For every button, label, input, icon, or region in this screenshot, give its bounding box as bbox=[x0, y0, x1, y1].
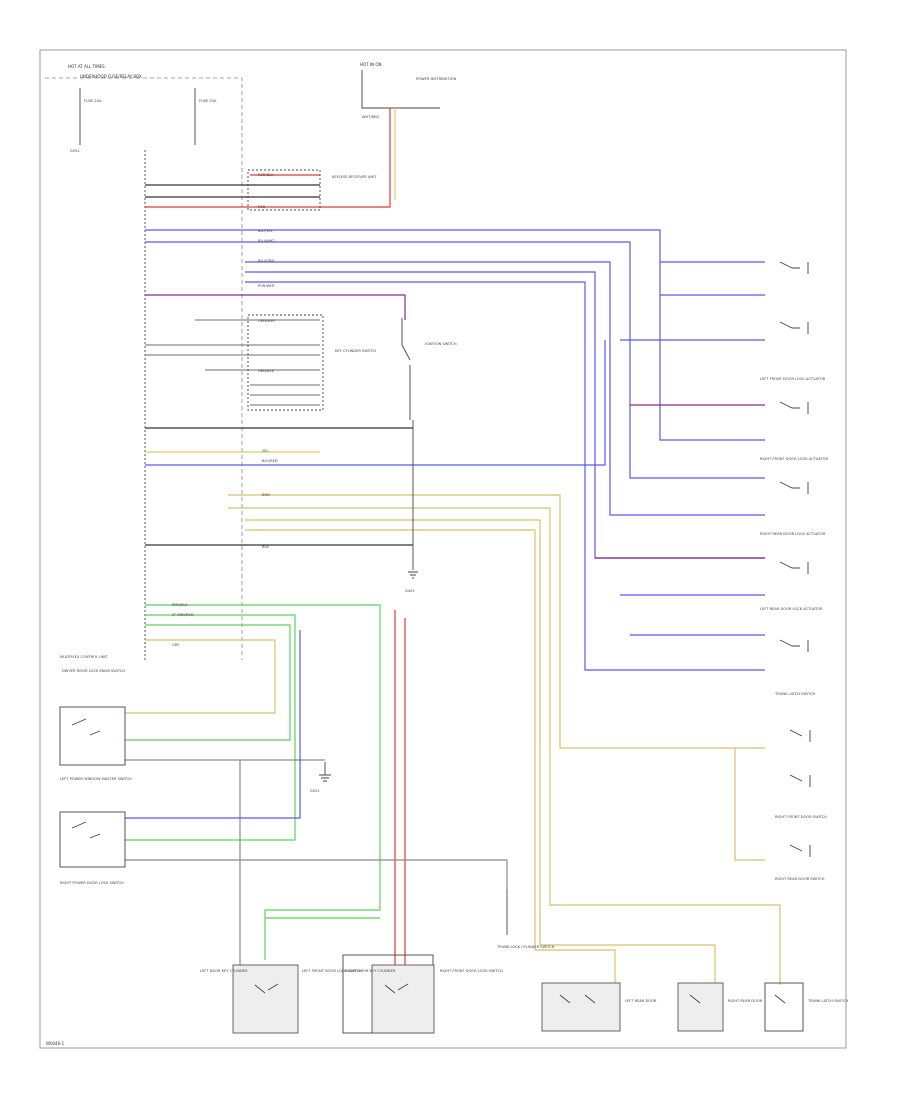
wire-blue-6 bbox=[145, 241, 765, 479]
wire-blue-42 bbox=[125, 630, 301, 819]
right-actuators: LEFT FRONT DOOR LOCK ACTUATOR RIGHT FRON… bbox=[760, 261, 829, 881]
driver-lock-switch-label: DRIVER DOOR LOCK KNOB SWITCH bbox=[62, 669, 125, 673]
left-front-door-lock-switch: LEFT DOOR KEY CYLINDER LEFT FRONT DOOR L… bbox=[200, 964, 362, 1034]
ignition-switch: IGNITION SWITCH G401 bbox=[401, 318, 457, 593]
right-power-lock-label: RIGHT POWER DOOR LOCK SWITCH bbox=[60, 881, 124, 885]
wire-label-brn: BRN bbox=[262, 493, 270, 497]
right-front-door-lock-label: RIGHT FRONT DOOR LOCK ACTUATOR bbox=[760, 457, 829, 461]
wire-label-blk: BLK bbox=[262, 545, 269, 549]
right-front-door-switch-label: RIGHT FRONT DOOR SWITCH bbox=[775, 815, 827, 819]
g501-ground: G501 bbox=[310, 762, 331, 793]
g501-label: G501 bbox=[310, 789, 320, 793]
wire-green-34 bbox=[145, 604, 381, 960]
wire-blue-13 bbox=[145, 340, 606, 466]
wire-tan-32 bbox=[734, 748, 765, 861]
key-cylinder-label: KEY CYLINDER SWITCH bbox=[335, 349, 376, 353]
wire-label-blu-grn: BLU/GRN bbox=[258, 259, 274, 263]
trunk-lock-cyl-label: TRUNK LOCK CYLINDER SWITCH bbox=[496, 945, 555, 949]
right-rear-label: RIGHT REAR DOOR bbox=[728, 999, 763, 1003]
power-distribution-label: POWER DISTRIBUTION bbox=[416, 77, 456, 81]
wire-label-gry: GRY bbox=[172, 643, 180, 647]
trunk-latch-label: TRUNK LATCH SWITCH bbox=[774, 692, 815, 696]
g401-label: G401 bbox=[405, 589, 415, 593]
wire-tan-30 bbox=[245, 519, 716, 985]
wire-label-pur-wht: PUR/WHT bbox=[258, 284, 276, 288]
trunk-latch-switch-label: TRUNK LATCH SWITCH bbox=[807, 999, 848, 1003]
wire-blue-7 bbox=[245, 261, 765, 516]
wire-tan-31 bbox=[245, 529, 616, 985]
wire-green-35 bbox=[125, 614, 296, 841]
wire-label-grn-blk: GRN/BLK bbox=[258, 369, 275, 373]
left-rear-door-lock-label: LEFT REAR DOOR LOCK ACTUATOR bbox=[760, 607, 823, 611]
wire-label-brn-blk: BRN/BLK bbox=[172, 603, 188, 607]
diagram-footer-id: W0046-1 bbox=[46, 1041, 65, 1046]
hot-in-on-label: HOT IN ON bbox=[360, 62, 381, 67]
left-power-lock-switch: LEFT POWER WINDOW MASTER SWITCH bbox=[59, 706, 132, 781]
wire-label-blu-red: BLU/RED bbox=[262, 459, 278, 463]
g401-bottom: TRUNK LOCK CYLINDER SWITCH bbox=[496, 890, 555, 949]
left-rear-label: LEFT REAR DOOR bbox=[625, 999, 657, 1003]
fuse-left-label: FUSE 20A bbox=[84, 99, 102, 103]
wire-green-36 bbox=[125, 624, 291, 741]
keyless-receiver-label: KEYLESS RECEIVER UNIT bbox=[332, 175, 377, 179]
trunk-latch-switch: TRUNK LATCH SWITCH bbox=[764, 982, 848, 1032]
left-front-door-lock-label: LEFT FRONT DOOR LOCK ACTUATOR bbox=[760, 377, 826, 381]
power-distribution-box: HOT IN ON POWER DISTRIBUTION WHT/RED bbox=[360, 62, 456, 119]
ign-switch-label: IGNITION SWITCH bbox=[425, 342, 457, 346]
wire-red-0 bbox=[145, 108, 391, 208]
wire-label-lt-grn: LT GRN/RED bbox=[172, 613, 194, 617]
right-rear-door-lock-switch: RIGHT REAR DOOR bbox=[677, 982, 763, 1032]
keyless-receiver: KEYLESS RECEIVER UNIT bbox=[247, 169, 377, 211]
wire-label-yel: YEL bbox=[262, 449, 268, 453]
underhood-label: UNDERHOOD FUSE/RELAY BOX bbox=[80, 74, 142, 79]
wire-layer bbox=[125, 108, 781, 985]
wire-blue-9 bbox=[245, 281, 765, 671]
right-door-key-label: RIGHT DOOR KEY CYLINDER bbox=[345, 969, 396, 973]
wht-red-label: WHT/RED bbox=[362, 115, 379, 119]
wire-label-red-blk: RED/BLK bbox=[258, 173, 274, 177]
g552-label: G552 bbox=[70, 149, 80, 153]
left-front-door-lock-switch-label: LEFT FRONT DOOR LOCK SWITCH bbox=[302, 969, 362, 973]
right-front-door-lock-switch: RIGHT DOOR KEY CYLINDER RIGHT FRONT DOOR… bbox=[342, 954, 503, 1034]
wire-label-red: RED bbox=[258, 205, 266, 209]
underhood-fuse-box: HOT AT ALL TIMES UNDERHOOD FUSE/RELAY BO… bbox=[45, 64, 243, 660]
right-power-lock-switch: RIGHT POWER DOOR LOCK SWITCH bbox=[59, 811, 126, 885]
left-power-lock-label: LEFT POWER WINDOW MASTER SWITCH bbox=[60, 777, 132, 781]
wire-label-blu-wht: BLU/WHT bbox=[258, 239, 275, 243]
wire-purple-16 bbox=[145, 294, 406, 320]
right-rear-door-switch-label: RIGHT REAR DOOR SWITCH bbox=[775, 877, 825, 881]
wire-label-blu-yel: BLU/YEL bbox=[258, 229, 273, 233]
left-door-key-label: LEFT DOOR KEY CYLINDER bbox=[200, 969, 248, 973]
wire-labels: RED/BLK RED BLU/YEL BLU/WHT BLU/GRN PUR/… bbox=[172, 173, 278, 647]
wire-blue-5 bbox=[145, 229, 765, 441]
mcu-connector-block: KEY CYLINDER SWITCH bbox=[247, 314, 376, 411]
wire-gray-43 bbox=[125, 859, 508, 890]
wire-tan-37 bbox=[125, 639, 276, 714]
wire-label-grn-wht: GRN/WHT bbox=[258, 319, 276, 323]
diagram-frame bbox=[39, 49, 847, 1049]
right-front-door-lock-switch-label: RIGHT FRONT DOOR LOCK SWITCH bbox=[440, 969, 503, 973]
wire-tan-29 bbox=[228, 507, 781, 985]
wire-tan-28 bbox=[228, 494, 765, 749]
left-rear-door-lock-switch: LEFT REAR DOOR bbox=[541, 982, 657, 1032]
mcu-label: MULTIPLEX CONTROL UNIT bbox=[60, 655, 109, 659]
fuse-right-label: FUSE 20A bbox=[199, 99, 217, 103]
hot-at-all-times-label: HOT AT ALL TIMES bbox=[68, 64, 105, 69]
right-rear-door-lock-label: RIGHT REAR DOOR LOCK ACTUATOR bbox=[760, 532, 826, 536]
